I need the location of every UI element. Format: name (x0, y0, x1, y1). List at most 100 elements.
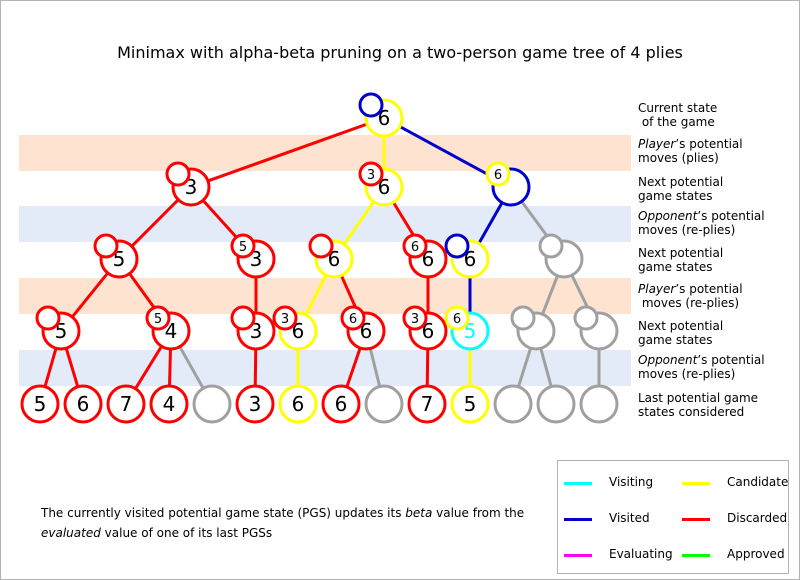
tree-edge (345, 347, 362, 388)
alpha-beta-badge (444, 305, 470, 331)
row-label: Player’s potential moves (re-plies) (638, 282, 798, 310)
row-label-text: Next potential (638, 246, 724, 260)
leaf-node (364, 384, 404, 424)
leaf-node (192, 384, 232, 424)
row-label-emphasis: Opponent (638, 209, 698, 223)
row-label-text: Next potential (638, 175, 724, 189)
row-label-text: states considered (638, 405, 745, 419)
alpha-beta-badge (145, 305, 171, 331)
legend-label: Discarded (727, 511, 788, 525)
leaf-node (63, 384, 103, 424)
leaf-node (235, 384, 275, 424)
node-value: 3 (249, 392, 262, 416)
node-value: 4 (163, 392, 176, 416)
tree-edge (253, 348, 258, 387)
tree-edge (343, 200, 375, 246)
row-label-text: ’s potential (697, 209, 765, 223)
tree-edge (64, 347, 80, 388)
row-label-text: moves (re-plies) (638, 223, 736, 237)
legend-label: Visiting (609, 475, 654, 489)
tree-edge (477, 201, 504, 245)
alpha-beta-badge (358, 92, 384, 118)
row-label-text: game states (638, 189, 713, 203)
caption-text: The currently visited potential game sta… (41, 506, 406, 520)
row-label-text: of the game (638, 115, 715, 129)
alpha-beta-badge (165, 161, 191, 187)
player-band (19, 135, 631, 171)
node-value: 7 (120, 392, 133, 416)
alpha-beta-badge (485, 161, 511, 187)
legend-swatch (682, 554, 710, 557)
alpha-beta-badge (444, 233, 470, 259)
row-label-text: moves (re-plies) (638, 296, 740, 310)
legend-swatch (682, 482, 710, 485)
leaf-node (149, 384, 189, 424)
legend-label: Evaluating (609, 547, 673, 561)
row-label-text: Current state (638, 101, 718, 115)
node-value: 7 (421, 392, 434, 416)
badge-value: 6 (494, 168, 502, 183)
alpha-beta-badge (308, 233, 334, 259)
alpha-beta-badge (510, 305, 536, 331)
badge-value: 3 (281, 312, 289, 327)
leaf-node (278, 384, 318, 424)
caption: The currently visited potential game sta… (41, 503, 541, 543)
node-value: 6 (77, 392, 90, 416)
node-value: 6 (335, 392, 348, 416)
alpha-beta-badge (340, 305, 366, 331)
badge-value: 6 (349, 312, 357, 327)
badge-value: 5 (154, 312, 162, 327)
badge-value: 6 (411, 240, 419, 255)
legend-swatch (682, 518, 710, 521)
leaf-node (20, 384, 60, 424)
badge-value: 3 (367, 168, 375, 183)
legend-swatch (564, 518, 592, 521)
tree-edge (134, 345, 163, 390)
row-label: Current state of the game (638, 101, 798, 129)
tree-edge (178, 345, 205, 390)
alpha-beta-badge (538, 233, 564, 259)
alpha-beta-badge (573, 305, 599, 331)
legend-label: Candidate (727, 475, 789, 489)
row-label-text: Next potential (638, 319, 724, 333)
tree-edge (304, 274, 328, 316)
node-value: 5 (34, 392, 47, 416)
tree-edge (368, 348, 382, 387)
legend-label: Approved (727, 547, 785, 561)
node-value: 5 (464, 392, 477, 416)
caption-text: value from the (432, 506, 525, 520)
badge-value: 6 (453, 312, 461, 327)
tree-edge (541, 275, 559, 315)
tree-edge (425, 348, 430, 387)
tree-edge (539, 347, 553, 388)
tree-edge (43, 347, 58, 388)
row-label-text: ’s potential (675, 137, 743, 151)
badge-value: 3 (411, 312, 419, 327)
row-label-text: Last potential game (638, 391, 759, 405)
row-label-text: moves (plies) (638, 151, 719, 165)
row-label-text: moves (re-plies) (638, 367, 736, 381)
legend-swatch (564, 482, 592, 485)
alpha-beta-badge (358, 161, 384, 187)
row-label-text: game states (638, 260, 713, 274)
row-label-emphasis: Player (638, 282, 676, 296)
leaf-node (106, 384, 146, 424)
legend-swatch (564, 554, 592, 557)
alpha-beta-badge (35, 305, 61, 331)
leaf-node (321, 384, 361, 424)
node-value: 6 (292, 392, 305, 416)
tree-edge (399, 125, 496, 180)
tree-edge (207, 122, 368, 183)
caption-emphasis: beta (405, 506, 433, 520)
row-label-emphasis: Opponent (638, 353, 698, 367)
